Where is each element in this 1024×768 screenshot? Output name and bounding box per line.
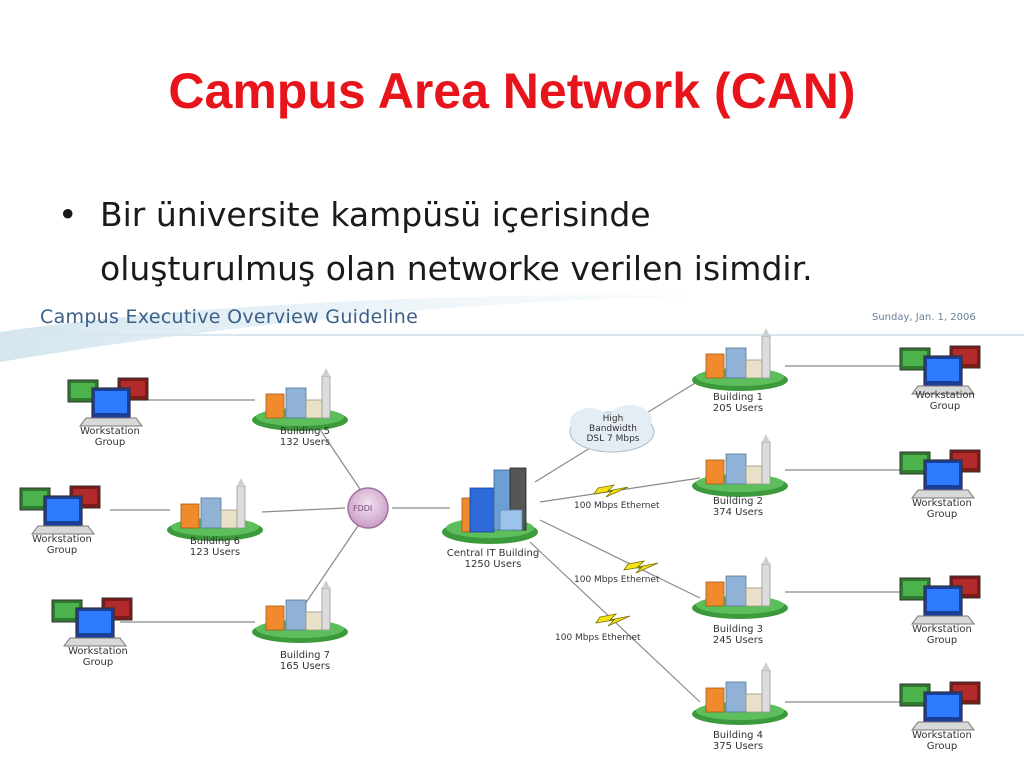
workstation-line: Group: [926, 509, 958, 520]
building-users: 374 Users: [712, 507, 764, 518]
cloud-label: High Bandwidth DSL 7 Mbps: [578, 414, 648, 444]
fddi-hub: [347, 487, 389, 529]
building-users: 165 Users: [279, 661, 331, 672]
workstation-label: Workstation Group: [902, 624, 982, 646]
bullet-marker: •: [58, 195, 78, 234]
workstation-line: Group: [929, 401, 961, 412]
building-label: Building 2 374 Users: [698, 496, 778, 518]
building-icon: [691, 555, 789, 620]
diagram-canvas: [0, 295, 1024, 731]
building-label: Building 4 375 Users: [698, 730, 778, 752]
building-name: Building 4: [712, 730, 764, 741]
cloud-line: DSL 7 Mbps: [586, 434, 640, 444]
central-label: Central IT Building 1250 Users: [438, 548, 548, 570]
link-label: 100 Mbps Ethernet: [574, 575, 660, 585]
building-name: Building 7: [279, 650, 331, 661]
building-users: 245 Users: [712, 635, 764, 646]
workstation-icon: [899, 345, 981, 395]
building-label: Building 1 205 Users: [698, 392, 778, 414]
building-name: Building 3: [712, 624, 764, 635]
building-name: Building 6: [189, 536, 241, 547]
building-label: Building 3 245 Users: [698, 624, 778, 646]
guideline-date: Sunday, Jan. 1, 2006: [872, 312, 976, 323]
building-icon: [251, 579, 349, 644]
network-diagram: Campus Executive Overview Guideline Sund…: [0, 292, 1024, 768]
building-icon: [691, 327, 789, 392]
building-users: 132 Users: [279, 437, 331, 448]
building-label: Building 7 165 Users: [265, 650, 345, 672]
slide-title: Campus Area Network (CAN): [168, 63, 856, 119]
bullet-line-1: Bir üniversite kampüsü içerisinde: [100, 195, 651, 234]
workstation-line: Group: [46, 545, 78, 556]
workstation-icon: [899, 681, 981, 731]
central-name: Central IT Building: [446, 548, 540, 559]
building-name: Building 5: [279, 426, 331, 437]
workstation-line: Group: [94, 437, 126, 448]
bullet-line-2: oluşturulmuş olan networke verilen isimd…: [100, 249, 813, 288]
workstation-label: Workstation Group: [902, 498, 982, 520]
cloud-line: High: [602, 414, 624, 424]
workstation-line: Workstation: [912, 624, 972, 635]
link-label: 100 Mbps Ethernet: [574, 501, 660, 511]
guideline-header: Campus Executive Overview Guideline: [40, 306, 419, 328]
workstation-label: Workstation Group: [902, 730, 982, 752]
workstation-line: Workstation: [68, 646, 128, 657]
link-label: 100 Mbps Ethernet: [555, 633, 641, 643]
building-label: Building 6 123 Users: [175, 536, 255, 558]
building-users: 375 Users: [712, 741, 764, 752]
central-users: 1250 Users: [464, 559, 522, 570]
workstation-line: Workstation: [912, 730, 972, 741]
workstation-icon: [899, 575, 981, 625]
bolt-icon: [595, 613, 631, 627]
workstation-line: Workstation: [915, 390, 975, 401]
bolt-icon: [593, 484, 629, 498]
cloud-icon: [569, 405, 655, 453]
workstation-line: Group: [926, 741, 958, 752]
building-icon: [251, 367, 349, 432]
workstation-line: Workstation: [80, 426, 140, 437]
building-label: Building 5 132 Users: [265, 426, 345, 448]
workstation-line: Group: [82, 657, 114, 668]
workstation-line: Workstation: [912, 498, 972, 509]
workstation-icon: [67, 377, 149, 427]
bullet-text: Bir üniversite kampüsü içerisinde oluştu…: [100, 188, 960, 296]
workstation-label: Workstation Group: [58, 646, 138, 668]
hub-label: FDDI: [353, 504, 373, 513]
workstation-line: Group: [926, 635, 958, 646]
workstation-label: Workstation Group: [22, 534, 102, 556]
building-users: 205 Users: [712, 403, 764, 414]
building-name: Building 2: [712, 496, 764, 507]
workstation-icon: [19, 485, 101, 535]
workstation-label: Workstation Group: [905, 390, 985, 412]
building-users: 123 Users: [189, 547, 241, 558]
building-icon: [691, 433, 789, 498]
central-building-icon: [442, 467, 538, 544]
workstation-label: Workstation Group: [70, 426, 150, 448]
building-icon: [166, 477, 264, 542]
workstation-icon: [899, 449, 981, 499]
building-name: Building 1: [712, 392, 764, 403]
cloud-line: Bandwidth: [589, 424, 637, 434]
building-icon: [691, 661, 789, 726]
workstation-line: Workstation: [32, 534, 92, 545]
